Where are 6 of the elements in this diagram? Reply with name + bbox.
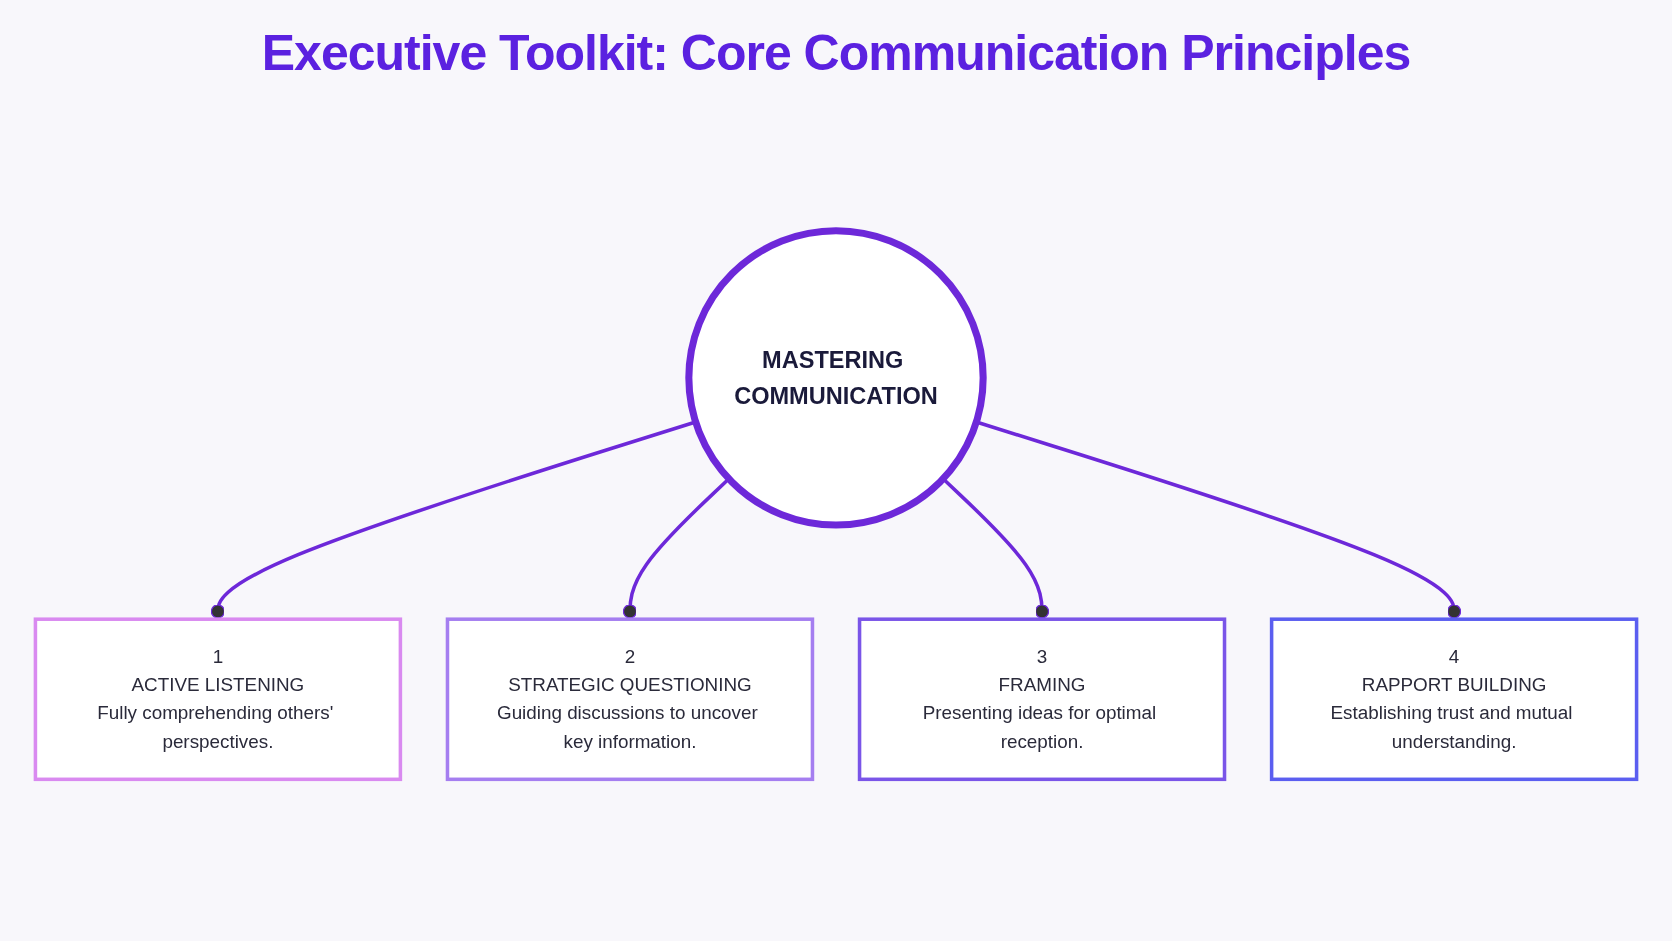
node-box: 2 STRATEGIC QUESTIONING Guiding discussions to uncover key information. (445, 617, 815, 782)
node-box: 3 FRAMING Presenting ideas for optimal reception. (857, 617, 1227, 782)
node-box: 1 ACTIVE LISTENING Fully comprehending others' perspectives. (33, 617, 403, 782)
node-circle: MASTERING COMMUNICATION (685, 227, 987, 529)
title: Executive Toolkit: Core Communication Principles (260, 24, 1412, 82)
node-box: 4 RAPPORT BUILDING Establishing trust and mutual understanding. (1269, 617, 1639, 782)
